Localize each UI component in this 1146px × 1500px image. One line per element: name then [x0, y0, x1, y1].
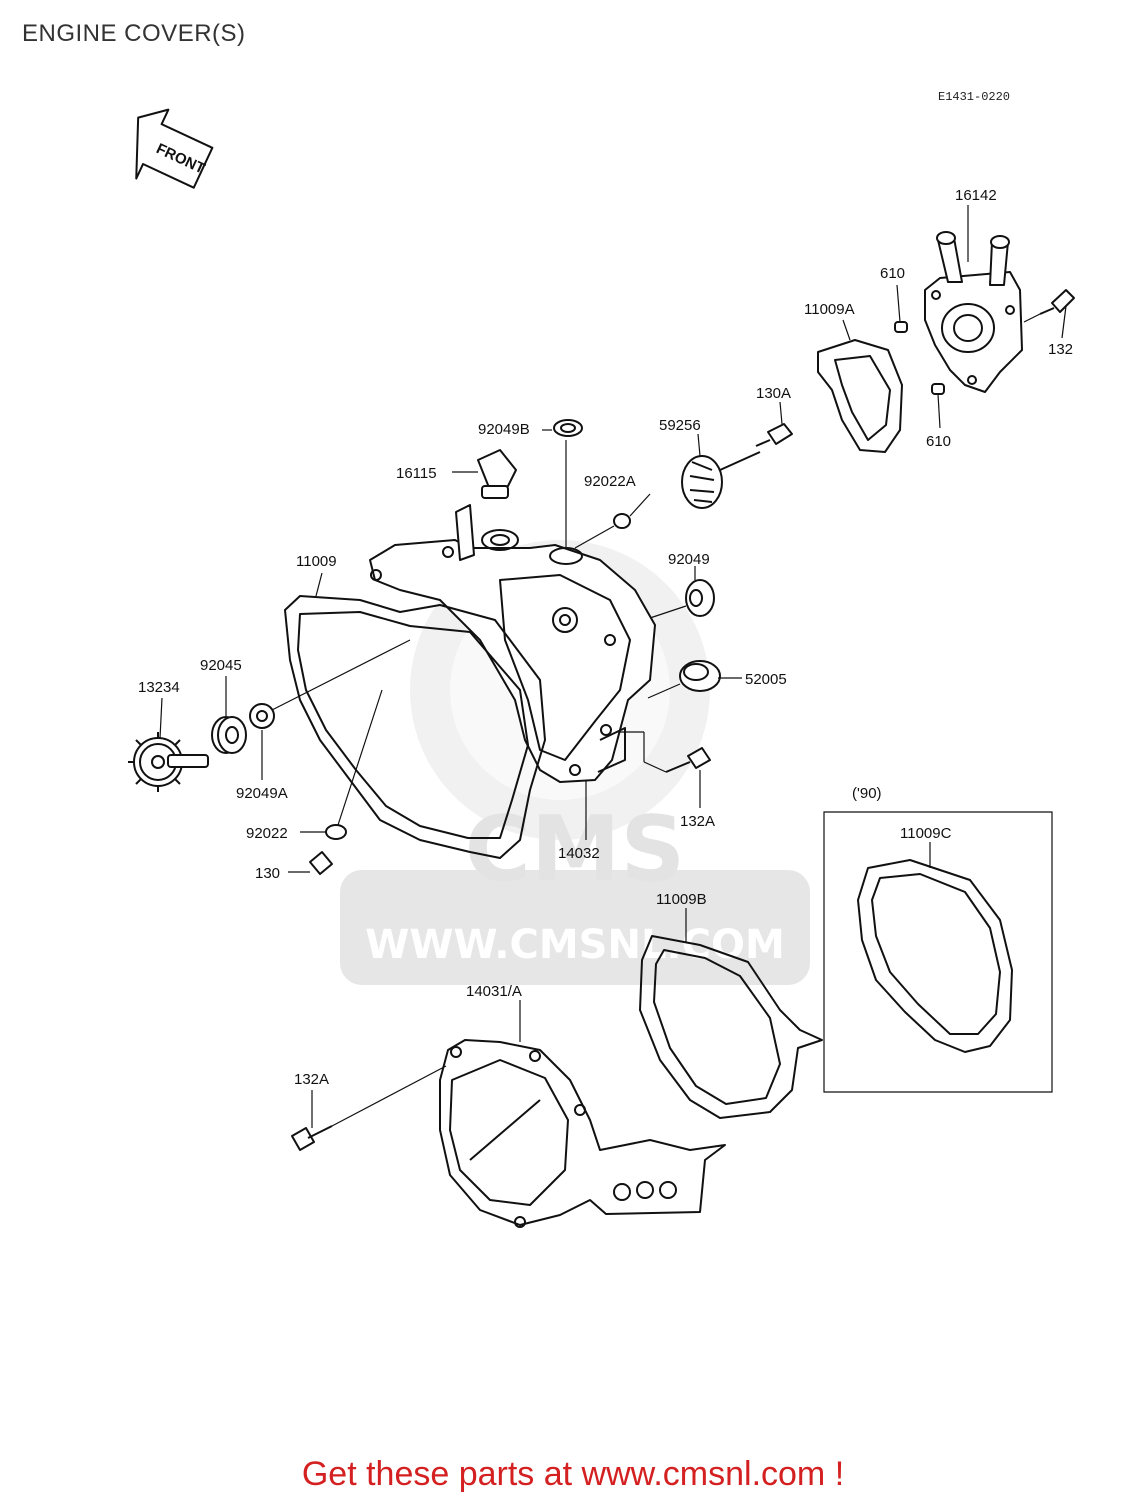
label-610-top: 610: [880, 265, 905, 282]
washer-92022A: [613, 513, 631, 529]
impeller-59256: [681, 451, 761, 509]
watermark-url: WWW.CMSNL.COM: [365, 922, 785, 968]
diagram-code: E1431-0220: [938, 90, 1011, 104]
label-16142: 16142: [955, 187, 997, 204]
water-pump-cover-part: [924, 231, 1023, 393]
bolt-132: [1039, 289, 1075, 315]
label-132A-left: 132A: [294, 1071, 329, 1088]
washer-92022: [325, 824, 347, 840]
seal-92049B: [553, 419, 583, 437]
gasket-11009A: [817, 339, 903, 453]
bearing-92045: [211, 716, 247, 754]
label-11009A: 11009A: [804, 301, 855, 318]
gasket-11009: [284, 595, 546, 859]
year-note: ('90): [852, 785, 882, 802]
label-92049A: 92049A: [236, 785, 288, 802]
gear-13234: [128, 732, 209, 792]
label-13234: 13234: [138, 679, 180, 696]
page-title: ENGINE COVER(S): [22, 20, 246, 47]
label-14031A: 14031/A: [466, 983, 522, 1000]
label-11009B: 11009B: [656, 891, 707, 908]
gasket-11009C: [857, 859, 1013, 1053]
front-arrow: FRONT: [135, 108, 214, 189]
label-130A: 130A: [756, 385, 791, 402]
label-52005: 52005: [745, 671, 787, 688]
label-11009: 11009: [296, 553, 337, 570]
label-16115: 16115: [396, 465, 437, 482]
bushing-52005: [679, 660, 721, 692]
label-132A-right: 132A: [680, 813, 715, 830]
seal-92049: [685, 579, 715, 617]
label-92049: 92049: [668, 551, 710, 568]
label-92049B: 92049B: [478, 421, 530, 438]
footer-link[interactable]: Get these parts at www.cmsnl.com !: [301, 1455, 845, 1493]
bolt-130: [309, 851, 333, 875]
bolt-130A: [767, 423, 793, 445]
bolt-132A-right: [665, 747, 711, 773]
label-92022A: 92022A: [584, 473, 636, 490]
label-11009C: 11009C: [900, 825, 952, 842]
seal-92049A: [249, 703, 275, 729]
label-59256: 59256: [659, 417, 701, 434]
label-132: 132: [1048, 341, 1073, 358]
oil-cap-16115: [477, 449, 517, 499]
year-90-box: [823, 811, 1053, 1093]
dowel-610-top: [894, 321, 908, 333]
bolt-132A-left: [291, 1125, 333, 1151]
generator-cover-14031A: [439, 1039, 726, 1228]
label-92045: 92045: [200, 657, 242, 674]
dowel-610-bottom: [931, 383, 945, 395]
watermark-logo: CMS: [465, 797, 685, 902]
label-130: 130: [255, 865, 280, 882]
label-610-bottom: 610: [926, 433, 951, 450]
label-92022: 92022: [246, 825, 288, 842]
label-14032: 14032: [558, 845, 600, 862]
clutch-cover-14032: [369, 504, 656, 783]
gasket-11009B: [639, 935, 823, 1119]
